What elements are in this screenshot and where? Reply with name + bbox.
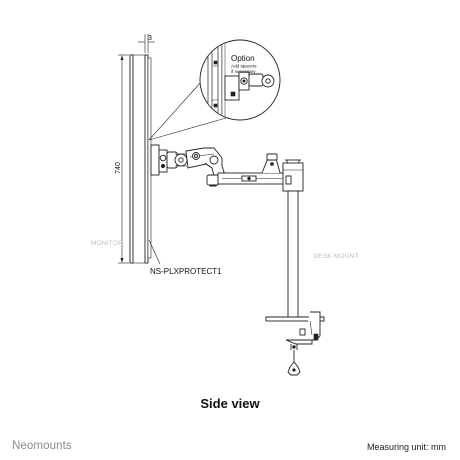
monitor-label: MONITOR: [91, 240, 123, 247]
monitor-panel: [129, 54, 152, 264]
rear-arm: [217, 153, 289, 185]
detail-magnifier: Option Add spacers if necessary: [148, 39, 281, 141]
height-dimension: 740: [115, 54, 129, 264]
detail-note-line1: Add spacers: [231, 64, 257, 69]
product-label: NS-PLXPROTECT1: [150, 267, 222, 276]
desk-mount-label: DESK MOUNT: [313, 253, 358, 260]
pole-joint: [282, 159, 304, 192]
pole: [287, 190, 299, 319]
brand-logo: Neomounts: [12, 440, 72, 452]
desk-clamp: [265, 311, 325, 376]
detail-title: Option: [231, 54, 255, 63]
product-callout: NS-PLXPROTECT1: [148, 239, 222, 276]
tilt-head: [150, 144, 188, 176]
measuring-unit: Measuring unit: mm: [366, 442, 446, 452]
height-value: 740: [115, 162, 122, 174]
view-caption: Side view: [200, 396, 260, 411]
thickness-value: 3: [148, 35, 152, 42]
detail-note-line2: if necessary: [231, 69, 256, 74]
thickness-dimension: 3: [138, 34, 155, 53]
